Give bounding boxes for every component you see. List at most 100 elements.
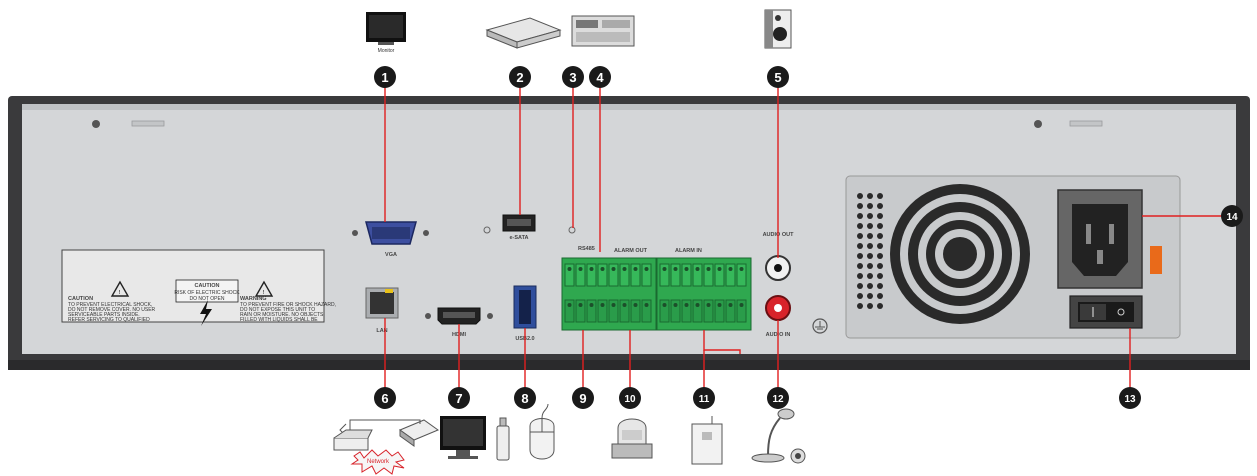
terminal-pin: [714, 299, 725, 323]
terminal-screw-icon: [695, 267, 700, 271]
callout-8: 8: [514, 387, 536, 409]
terminal-pin: [586, 299, 597, 323]
terminal-pin: [670, 263, 681, 287]
terminal-screw-icon: [600, 303, 605, 307]
vent-hole: [857, 303, 863, 309]
esata-label: e-SATA: [509, 235, 528, 241]
callout-4: 4: [589, 66, 611, 88]
vent-hole: [867, 223, 873, 229]
vent-hole: [867, 283, 873, 289]
power-switch[interactable]: [1069, 246, 1162, 329]
power-supply: [845, 175, 1181, 339]
terminal-screw-icon: [567, 267, 572, 271]
vga-port[interactable]: VGA: [352, 221, 429, 258]
alarm-siren-icon: [611, 418, 653, 459]
terminal-screw-icon: [589, 303, 594, 307]
lan-port[interactable]: LAN: [365, 287, 399, 334]
vent-hole: [857, 273, 863, 279]
terminal-block-right[interactable]: ALARM IN: [656, 248, 752, 331]
svg-text:WARNING: WARNING: [240, 296, 267, 302]
vent-hole: [877, 213, 883, 219]
svg-text:1: 1: [381, 70, 388, 85]
vent-hole: [867, 263, 873, 269]
terminal-pin: [597, 299, 608, 323]
network-devices-icon: Network: [333, 419, 440, 475]
terminal-screw-icon: [695, 303, 700, 307]
caution-heading: CAUTION: [194, 283, 219, 289]
vent-hole: [867, 293, 873, 299]
vent-hole: [857, 283, 863, 289]
terminal-screw-icon: [644, 303, 649, 307]
terminal-screw-icon: [684, 267, 689, 271]
vent-hole: [857, 243, 863, 249]
svg-text:!: !: [263, 290, 265, 296]
terminal-screw-icon: [739, 303, 744, 307]
terminal-screw-icon: [644, 267, 649, 271]
warning-triangle-icon: [110, 280, 130, 297]
svg-text:REFER SERVICING TO QUALIFIED: REFER SERVICING TO QUALIFIED: [68, 317, 150, 323]
terminal-pin: [608, 299, 619, 323]
vent-hole: [867, 213, 873, 219]
svg-text:8: 8: [521, 391, 528, 406]
keyboard-controller-icon: [571, 15, 635, 47]
warning-triangle-icon: [254, 280, 274, 297]
svg-text:CAUTION: CAUTION: [68, 296, 93, 302]
terminal-screw-icon: [662, 267, 667, 271]
terminal-pin: [692, 299, 703, 323]
esata-port[interactable]: e-SATA: [483, 214, 576, 241]
vent-hole: [877, 283, 883, 289]
rs485-label: RS485: [578, 246, 595, 252]
terminal-screw-icon: [622, 303, 627, 307]
svg-text:2: 2: [516, 70, 523, 85]
vent-hole: [857, 213, 863, 219]
terminal-block-left[interactable]: RS485 ALARM OUT: [561, 246, 657, 331]
power-inlet[interactable]: [1057, 189, 1143, 289]
terminal-screw-icon: [706, 267, 711, 271]
fan-grille-icon: [890, 184, 1030, 324]
svg-text:12: 12: [772, 394, 784, 405]
terminal-pin: [608, 263, 619, 287]
terminal-screw-icon: [673, 267, 678, 271]
terminal-screw-icon: [706, 303, 711, 307]
vent-hole: [877, 243, 883, 249]
callout-3: 3: [562, 66, 584, 88]
vent-hole: [867, 303, 873, 309]
terminal-pin: [597, 263, 608, 287]
terminal-pin: [586, 263, 597, 287]
vent-hole: [857, 253, 863, 259]
svg-text:FILLED WITH LIQUIDS SHALL BE: FILLED WITH LIQUIDS SHALL BE: [240, 317, 318, 323]
terminal-pin: [575, 263, 586, 287]
terminal-screw-icon: [633, 267, 638, 271]
vent-hole: [857, 193, 863, 199]
terminal-screw-icon: [728, 303, 733, 307]
terminal-screw-icon: [717, 303, 722, 307]
lan-label: LAN: [376, 328, 387, 334]
svg-text:9: 9: [579, 391, 586, 406]
terminal-screw-icon: [662, 303, 667, 307]
psu-vent-holes: [857, 193, 883, 309]
terminal-pin: [641, 263, 652, 287]
vent-hole: [877, 273, 883, 279]
svg-text:7: 7: [455, 391, 462, 406]
alarm-out-label: ALARM OUT: [614, 248, 648, 254]
terminal-pin: [670, 299, 681, 323]
terminal-pin: [692, 263, 703, 287]
callout-13: 13: [1119, 387, 1141, 409]
vent-hole: [877, 263, 883, 269]
audio-in-port[interactable]: AUDIO IN: [765, 295, 791, 338]
vent-hole: [857, 233, 863, 239]
terminal-screw-icon: [728, 267, 733, 271]
vent-hole: [867, 233, 873, 239]
lightning-icon: [200, 300, 212, 326]
terminal-pin: [630, 263, 641, 287]
svg-text:TO PREVENT ELECTRICAL SHOCK,: TO PREVENT ELECTRICAL SHOCK,: [68, 302, 152, 308]
terminal-screw-icon: [633, 303, 638, 307]
terminal-screw-icon: [611, 303, 616, 307]
terminal-pin: [714, 263, 725, 287]
svg-text:DO NOT REMOVE COVER. NO USER: DO NOT REMOVE COVER. NO USER: [68, 307, 156, 313]
terminal-screw-icon: [717, 267, 722, 271]
caution-label: ! ! CAUTION RISK OF ELECTRIC SHOCK DO NO…: [61, 249, 336, 326]
vent-hole: [877, 233, 883, 239]
svg-text:DO NOT OPEN: DO NOT OPEN: [190, 296, 225, 302]
alarm-sensor-icon: [691, 416, 723, 465]
